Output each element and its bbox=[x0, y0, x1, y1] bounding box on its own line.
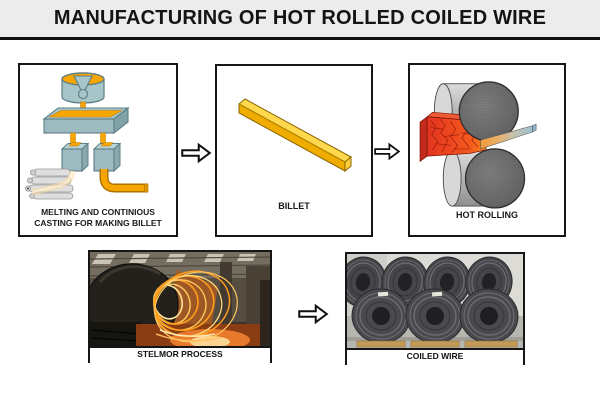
arrow-right-icon bbox=[298, 303, 329, 325]
step-box-hot-rolling: HOT ROLLING bbox=[408, 63, 566, 237]
title-bar: MANUFACTURING OF HOT ROLLED COILED WIRE bbox=[0, 0, 600, 40]
step-label-coiled-wire: COILED WIRE bbox=[347, 348, 523, 365]
step-label-hot-rolling: HOT ROLLING bbox=[456, 210, 518, 221]
step-label-casting: MELTING AND CONTINIOUS CASTING FOR MAKIN… bbox=[34, 206, 162, 228]
step-box-stelmor: STELMOR PROCESS bbox=[88, 250, 272, 363]
step-label-stelmor: STELMOR PROCESS bbox=[90, 346, 270, 363]
step-box-coiled-wire: COILED WIRE bbox=[345, 252, 525, 365]
step-box-casting: MELTING AND CONTINIOUS CASTING FOR MAKIN… bbox=[18, 63, 178, 237]
stelmor-photo bbox=[90, 252, 270, 346]
continuous-casting-illustration bbox=[25, 72, 149, 200]
page-title: MANUFACTURING OF HOT ROLLED COILED WIRE bbox=[53, 7, 547, 29]
step-box-billet: BILLET bbox=[215, 64, 373, 237]
arrow-right-icon bbox=[374, 142, 401, 161]
hot-rolling-illustration bbox=[419, 81, 537, 209]
arrow-right-icon bbox=[181, 142, 212, 164]
billet-illustration bbox=[238, 98, 352, 173]
step-label-billet: BILLET bbox=[278, 201, 310, 212]
coiled-wire-photo bbox=[347, 254, 523, 348]
